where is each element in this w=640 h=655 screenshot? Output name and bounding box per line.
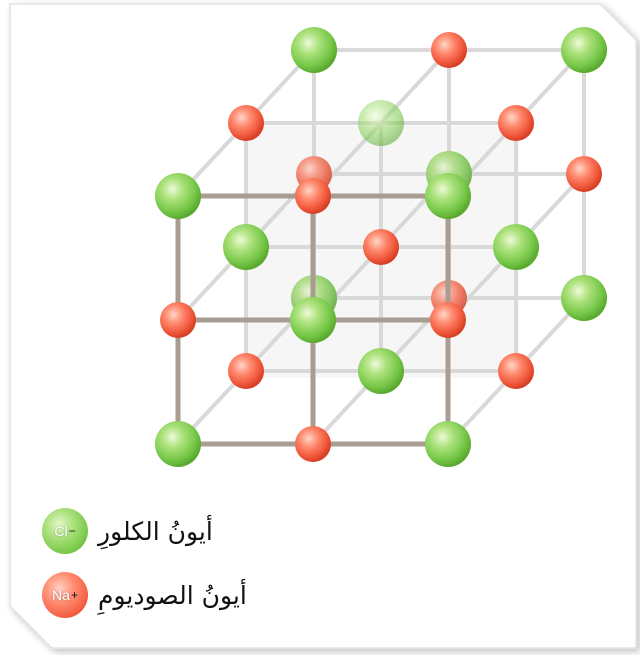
- nacl-crystal-lattice: [155, 27, 607, 467]
- chlorine-ion: [425, 421, 471, 467]
- sodium-label: أيونُ الصوديومِ: [98, 580, 247, 610]
- sodium-ion: [160, 302, 196, 338]
- sodium-charge: +: [70, 588, 78, 602]
- sodium-ion: [498, 353, 534, 389]
- chlorine-ion: [358, 348, 404, 394]
- chlorine-label: أيونُ الكلورِ: [98, 516, 213, 546]
- front-atoms: [155, 173, 471, 467]
- sodium-ion: [295, 426, 331, 462]
- chlorine-ion: [493, 224, 539, 270]
- chlorine-ion: [155, 173, 201, 219]
- sodium-ion: [431, 32, 467, 68]
- legend-sodium: Na+ أيونُ الصوديومِ: [42, 572, 247, 618]
- chlorine-ion: [223, 224, 269, 270]
- chlorine-symbol: Cl: [54, 523, 68, 539]
- sodium-ion: [498, 105, 534, 141]
- sodium-ion: [566, 156, 602, 192]
- sodium-symbol: Na: [52, 587, 70, 603]
- chlorine-ion: [155, 421, 201, 467]
- chlorine-ion: [291, 27, 337, 73]
- mid-atoms: [223, 100, 539, 394]
- chlorine-ion: [290, 297, 336, 343]
- chlorine-ion: [561, 275, 607, 321]
- sodium-ion: [228, 105, 264, 141]
- chlorine-ion: [561, 27, 607, 73]
- chlorine-ion: [358, 100, 404, 146]
- chlorine-ion: [425, 173, 471, 219]
- chlorine-charge: −: [68, 524, 76, 538]
- chlorine-ion-icon: Cl−: [42, 508, 88, 554]
- sodium-ion: [363, 229, 399, 265]
- sodium-ion: [228, 353, 264, 389]
- legend-chlorine: Cl− أيونُ الكلورِ: [42, 508, 213, 554]
- sodium-ion: [295, 178, 331, 214]
- sodium-ion: [430, 302, 466, 338]
- sodium-ion-icon: Na+: [42, 572, 88, 618]
